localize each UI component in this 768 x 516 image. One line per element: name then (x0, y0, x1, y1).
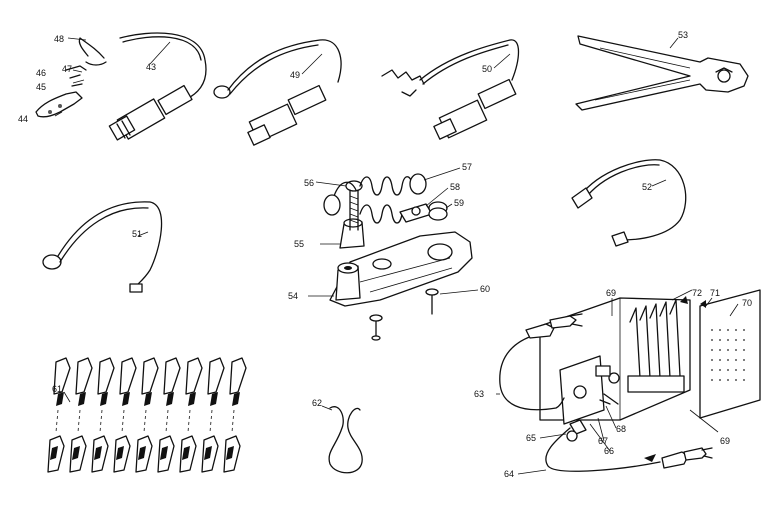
part-49-cord-connector (213, 39, 342, 146)
part-53-wrench (575, 35, 749, 111)
callout-51: 51 (132, 229, 142, 239)
callout-47: 47 (62, 64, 72, 74)
part-52-cord (571, 159, 687, 247)
clip-leader (165, 409, 169, 433)
clip-lower-spring (50, 446, 58, 460)
callout-labels: 43 44 45 46 47 48 49 50 51 52 53 54 55 5… (18, 30, 752, 479)
clip-upper (163, 357, 181, 395)
clip-lower-spring (116, 446, 124, 460)
clip-upper (53, 357, 71, 395)
callout-64: 64 (504, 469, 514, 479)
clip-upper (229, 357, 247, 395)
clip-lower-spring (138, 446, 146, 460)
clip-leader (231, 409, 235, 433)
clip-leader (187, 409, 191, 433)
clip-upper-spring (100, 392, 108, 406)
part-43-cord-connector (108, 32, 207, 141)
clip-lower-spring (160, 446, 168, 460)
callout-63: 63 (474, 389, 484, 399)
callout-43: 43 (146, 62, 156, 72)
callout-57: 57 (462, 162, 472, 172)
clip-upper-spring (188, 392, 196, 406)
clip-upper (75, 357, 93, 395)
callout-44: 44 (18, 114, 28, 124)
callout-49: 49 (290, 70, 300, 80)
callout-54: 54 (288, 291, 298, 301)
callout-48: 48 (54, 34, 64, 44)
clip-leader (55, 409, 59, 433)
callout-69-bottom: 69 (720, 436, 730, 446)
clip-upper-spring (144, 392, 152, 406)
clip-upper-spring (56, 392, 64, 406)
clip-upper (141, 357, 159, 395)
clip-lower-spring (72, 446, 80, 460)
parts-54-60-clamp-assembly (323, 173, 473, 341)
callout-50: 50 (482, 64, 492, 74)
clip-leader (143, 409, 147, 433)
callout-67: 67 (598, 436, 608, 446)
callout-45: 45 (36, 82, 46, 92)
clip-lower-spring (226, 446, 234, 460)
callout-66: 66 (604, 446, 614, 456)
part-51-cord (42, 201, 163, 293)
clip-upper-spring (210, 392, 218, 406)
clip-leader (209, 409, 213, 433)
leader-lines (54, 37, 739, 475)
part-62-loop (328, 406, 363, 474)
clip-upper (185, 357, 203, 395)
callout-59: 59 (454, 198, 464, 208)
callout-55: 55 (294, 239, 304, 249)
clip-upper-spring (78, 392, 86, 406)
clip-upper (207, 357, 225, 395)
callout-71: 71 (710, 288, 720, 298)
clip-lower-spring (94, 446, 102, 460)
clip-upper (97, 357, 115, 395)
callout-70: 70 (742, 298, 752, 308)
parts-44-48-plug-clips (35, 37, 107, 118)
callout-52: 52 (642, 182, 652, 192)
clip-lower-spring (182, 446, 190, 460)
clip-upper (119, 357, 137, 395)
callout-56: 56 (304, 178, 314, 188)
part-50-cord-connector (381, 39, 520, 140)
callout-65: 65 (526, 433, 536, 443)
clip-lower-spring (204, 446, 212, 460)
clip-leader (121, 409, 125, 433)
clip-upper-spring (232, 392, 240, 406)
clip-upper-spring (166, 392, 174, 406)
clip-upper-spring (122, 392, 130, 406)
callout-62: 62 (312, 398, 322, 408)
parts-63-72-charger-unit (499, 289, 761, 472)
callout-69-top: 69 (606, 288, 616, 298)
callout-53: 53 (678, 30, 688, 40)
callout-58: 58 (450, 182, 460, 192)
callout-46: 46 (36, 68, 46, 78)
callout-61: 61 (52, 384, 62, 394)
callout-72: 72 (692, 288, 702, 298)
part-61-connector-clips (47, 357, 247, 473)
callout-60: 60 (480, 284, 490, 294)
clip-leader (99, 409, 103, 433)
clip-leader (77, 409, 81, 433)
callout-68: 68 (616, 424, 626, 434)
